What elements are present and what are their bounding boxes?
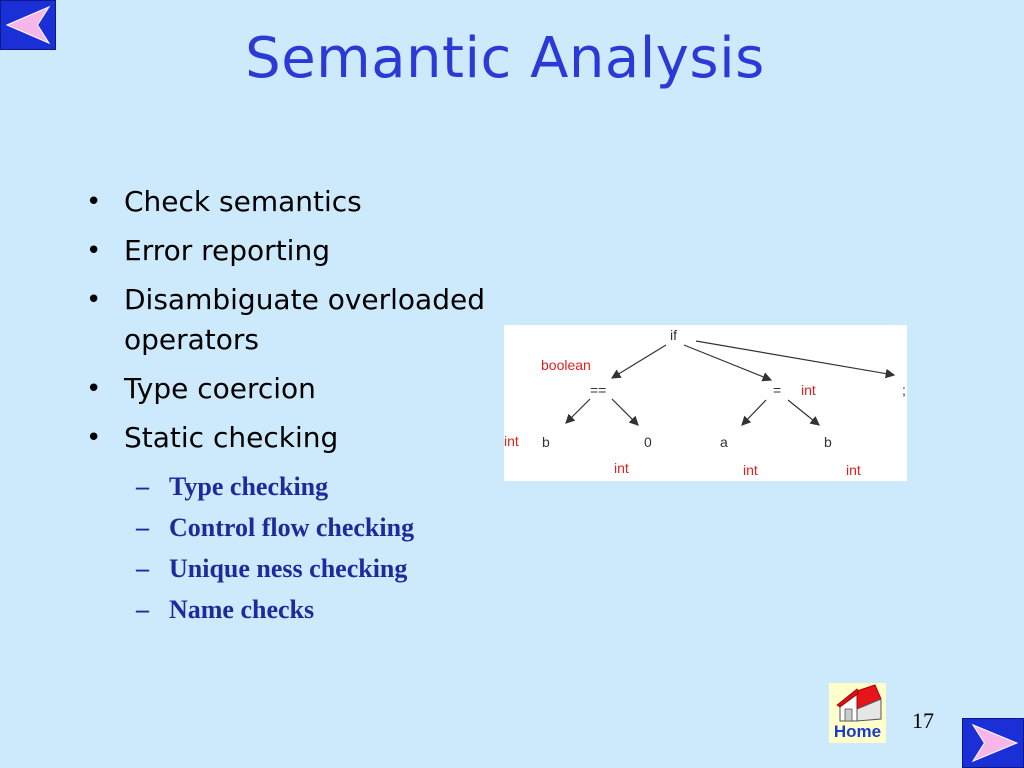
node-b: b [542,434,550,450]
edge-eq-b [565,398,591,424]
edge-assign-a [741,399,767,426]
sub-bullet-item: Name checks [136,593,414,634]
edge-assign-b [787,399,820,426]
edge-eq-zero [611,398,639,426]
type-label-int: int [743,462,758,478]
type-label-int: int [614,460,629,476]
node-a: a [720,434,728,450]
bullet-item: Check semantics [84,182,504,222]
right-arrow-icon [971,723,1019,763]
next-slide-button[interactable] [962,718,1024,768]
bullet-item: Type coercion [84,369,504,409]
edge-if-semi [695,340,896,379]
edge-if-assign [683,344,773,382]
type-label-int: int [504,433,519,449]
sub-bullet-item: Control flow checking [136,511,414,552]
type-label-int: int [801,382,816,398]
bullet-item: Error reporting [84,231,504,271]
bullet-item: Disambiguate overloaded operators [84,280,504,360]
bullet-list: Check semantics Error reporting Disambig… [84,182,504,467]
sub-bullet-list: Type checking Control flow checking Uniq… [136,470,414,634]
parse-tree-svg: if == = ; b 0 a b boolean int int int in… [504,327,906,478]
bullet-item: Static checking [84,418,504,458]
sub-bullet-item: Type checking [136,470,414,511]
edge-if-eq [610,344,667,379]
node-semicolon: ; [902,382,906,398]
type-label-int: int [846,462,861,478]
house-icon [836,684,882,722]
left-arrow-icon [5,5,51,45]
type-label-boolean: boolean [541,357,591,373]
node-zero: 0 [644,434,652,450]
sub-bullet-item: Unique ness checking [136,552,414,593]
node-if: if [670,327,677,343]
parse-tree-diagram: if == = ; b 0 a b boolean int int int in… [504,325,907,481]
node-assign: = [773,382,781,398]
home-label: Home [833,722,882,741]
node-eq: == [590,382,606,398]
previous-slide-button[interactable] [0,0,56,50]
node-b: b [824,434,832,450]
home-button[interactable]: Home [829,683,886,743]
page-number: 17 [912,708,934,733]
slide-title: Semantic Analysis [245,26,765,91]
